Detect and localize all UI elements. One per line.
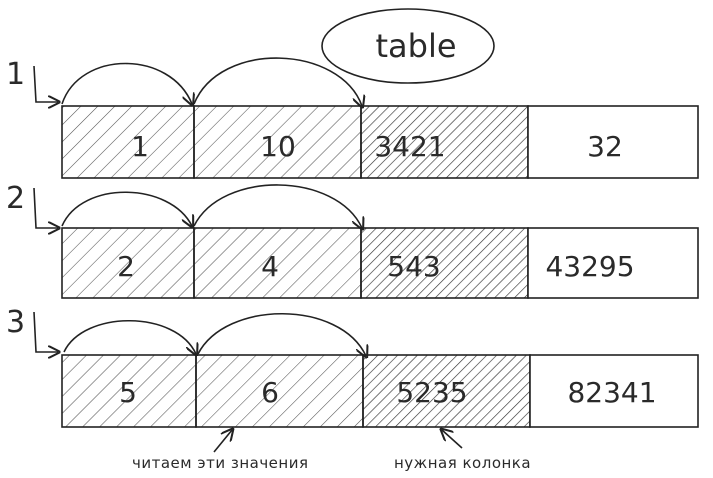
skip-arc-1 [63, 319, 196, 354]
cell-value: 5 [119, 376, 137, 409]
row-number: 2 [6, 181, 25, 216]
cell-2 [193, 105, 362, 179]
read-values-caption: читаем эти значения [132, 454, 309, 472]
cell-value: 32 [587, 130, 623, 163]
cell-1 [61, 227, 195, 299]
cell-3-needed [362, 354, 531, 428]
read-values-pointer-arrow [213, 430, 232, 453]
cell-3-needed [360, 227, 529, 299]
cell-3-needed [360, 105, 529, 179]
cell-value: 5235 [396, 376, 467, 409]
cell-4 [529, 354, 699, 428]
cell-4 [527, 105, 699, 179]
cell-value: 3421 [374, 130, 445, 163]
row-number: 3 [6, 305, 25, 340]
cell-value: 1 [131, 130, 149, 163]
needed-column-pointer-arrow [442, 430, 463, 449]
row-number: 1 [6, 57, 25, 92]
table-label: table [321, 8, 495, 84]
skip-arc-2 [193, 184, 362, 228]
skip-arc-1 [61, 191, 192, 226]
cell-value: 10 [260, 130, 296, 163]
table-row-2: 2 2 4 543 43295 [6, 181, 699, 299]
needed-column-caption: нужная колонка [394, 454, 531, 472]
cell-value: 4 [261, 250, 279, 283]
skip-arc-1 [61, 62, 192, 105]
cell-1 [61, 354, 197, 428]
cell-value: 543 [387, 250, 440, 283]
cell-2 [195, 354, 364, 428]
table-label-text: table [375, 27, 456, 65]
cell-2 [193, 227, 362, 299]
table-row-1: 1 1 10 3421 32 [6, 57, 699, 179]
row-pointer-arrow [33, 311, 58, 352]
cell-4 [527, 227, 699, 299]
cell-value: 6 [261, 376, 279, 409]
cell-value: 2 [117, 250, 135, 283]
row-pointer-arrow [33, 65, 58, 102]
skip-arc-2 [193, 57, 362, 106]
cell-value: 82341 [567, 376, 656, 409]
table-row-3: 3 5 6 5235 82341 [6, 305, 699, 428]
table-label-ellipse [321, 8, 495, 84]
cell-1 [61, 105, 195, 179]
skip-arc-2 [197, 312, 366, 356]
row-pointer-arrow [33, 187, 58, 228]
cell-value: 43295 [545, 250, 634, 283]
